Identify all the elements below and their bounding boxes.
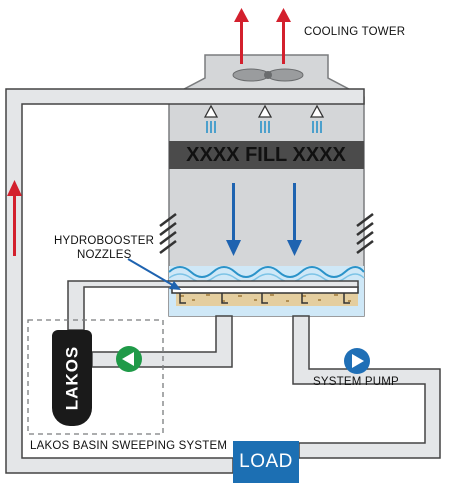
nozzles-label-line2: NOZZLES	[77, 249, 132, 261]
spray-nozzle-icon	[203, 104, 325, 133]
fan-icon	[232, 68, 304, 82]
sweeping-system-label: LAKOS BASIN SWEEPING SYSTEM	[30, 440, 228, 452]
system-pump-icon	[344, 348, 370, 374]
fill-hatch-right: XXXX	[292, 144, 346, 166]
lakos-pump-icon	[116, 346, 142, 372]
sweeping-system-outline	[27, 319, 164, 435]
return-flow-arrow	[7, 180, 22, 256]
nozzles-label-line1: HYDROBOOSTER	[54, 235, 155, 247]
lakos-separator	[52, 330, 92, 426]
system-pump-label: SYSTEM PUMP	[313, 376, 399, 388]
fill-hatch-left: XXXX	[186, 144, 240, 166]
fill-media	[169, 141, 364, 169]
nozzle-callout-arrow	[127, 258, 181, 290]
lakos-brand: LAKOS	[52, 330, 92, 426]
lakos-brand-label: LAKOS	[62, 345, 81, 411]
diagram-title: COOLING TOWER	[304, 26, 406, 38]
louvers	[159, 213, 374, 254]
fill-band-label: XXXX FILL XXXX	[168, 141, 364, 169]
exhaust-arrows	[234, 8, 291, 64]
load-box: LOAD	[233, 441, 299, 483]
fill-label: FILL	[245, 144, 287, 166]
flow-arrow-icon	[226, 183, 302, 256]
